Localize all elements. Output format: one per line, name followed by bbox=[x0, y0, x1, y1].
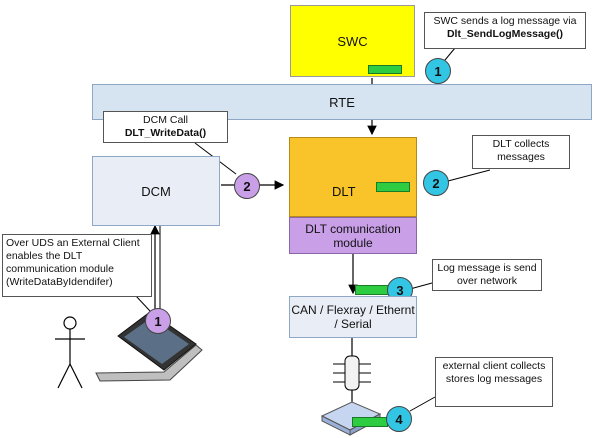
network-message-indicator bbox=[355, 285, 389, 295]
dlt-collects-note: DLT collects messages bbox=[472, 135, 570, 169]
dlt-collects-pointer bbox=[447, 169, 491, 182]
dlt-block: DLT bbox=[289, 137, 417, 217]
external-client-note: Over UDS an External Client enables the … bbox=[2, 234, 152, 297]
dcm-call-code: DLT_WriteData() bbox=[124, 127, 207, 139]
bus-block: CAN / Flexray / Ethernt / Serial bbox=[289, 296, 417, 338]
swc-note-text: SWC sends a log message via bbox=[433, 15, 577, 27]
swc-label: SWC bbox=[337, 33, 368, 49]
badge-2-dcm-label: 2 bbox=[243, 178, 251, 194]
ext-collects-pointer bbox=[409, 396, 436, 412]
rte-label: RTE bbox=[329, 94, 355, 110]
laptop-icon bbox=[95, 311, 203, 382]
dcm-label: DCM bbox=[141, 183, 171, 199]
dlt-message-indicator bbox=[376, 182, 410, 192]
log-network-note: Log message is send over network bbox=[432, 259, 542, 291]
log-network-pointer bbox=[409, 282, 433, 290]
ext-collects-text: external client collects stores log mess… bbox=[442, 360, 546, 385]
badge-2-dcm: 2 bbox=[234, 173, 260, 199]
dcm-call-note: DCM Call DLT_WriteData() bbox=[103, 111, 228, 143]
ext-collects-note: external client collects stores log mess… bbox=[435, 357, 553, 407]
badge-1-laptop: 1 bbox=[145, 308, 171, 334]
log-network-text: Log message is send over network bbox=[437, 262, 537, 287]
dlt-label: DLT bbox=[332, 184, 356, 199]
bus-label: CAN / Flexray / Ethernt / Serial bbox=[291, 303, 415, 331]
swc-block: SWC bbox=[290, 5, 415, 77]
network-connector-icon bbox=[333, 355, 371, 391]
badge-2-dlt: 2 bbox=[423, 170, 449, 196]
dcm-block: DCM bbox=[92, 156, 220, 226]
device-message-indicator bbox=[352, 417, 388, 427]
badge-3-label: 3 bbox=[396, 282, 404, 298]
badge-1-laptop-label: 1 bbox=[154, 313, 162, 329]
badge-2-dlt-label: 2 bbox=[432, 175, 440, 191]
dlt-comm-label: DLT comunication module bbox=[305, 221, 401, 250]
badge-4-label: 4 bbox=[395, 411, 403, 427]
badge-1-swc-label: 1 bbox=[434, 63, 442, 79]
badge-4: 4 bbox=[386, 406, 412, 432]
dlt-collects-text: DLT collects messages bbox=[492, 138, 550, 163]
external-client-text: Over UDS an External Client enables the … bbox=[6, 237, 140, 288]
dlt-comm-module-block: DLT comunication module bbox=[289, 217, 417, 254]
swc-note: SWC sends a log message via Dlt_SendLogM… bbox=[424, 12, 586, 49]
swc-note-code: Dlt_SendLogMessage() bbox=[446, 28, 564, 40]
swc-message-indicator bbox=[368, 65, 402, 74]
dcm-call-text: DCM Call bbox=[143, 114, 188, 126]
user-stick-figure-icon bbox=[55, 316, 85, 389]
external-client-pointer bbox=[135, 295, 151, 312]
badge-1-swc: 1 bbox=[425, 58, 451, 84]
